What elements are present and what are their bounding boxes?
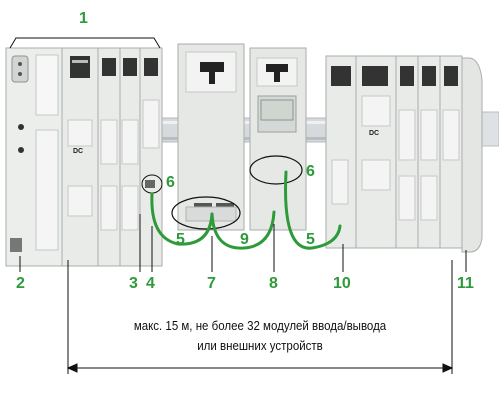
callout-10: 10: [333, 275, 351, 292]
extent-indicator: [66, 260, 454, 374]
io-module: [395, 55, 419, 249]
caption-line-1: макс. 15 м, не более 32 модулей ввода/вы…: [133, 319, 387, 333]
bus-terminator: [461, 57, 483, 253]
leader-lines: [19, 214, 467, 272]
callout-3: 3: [129, 275, 138, 292]
led-highlight-ellipse: [249, 155, 303, 185]
led-highlight-ellipse: [171, 196, 241, 230]
callout-9: 9: [240, 231, 249, 248]
caption-line-2: или внешних устройств: [197, 339, 323, 353]
io-module: [439, 55, 463, 249]
bus-receiver-module: [249, 47, 307, 231]
bus-cables: [150, 170, 342, 250]
bus-cable-9: [210, 210, 276, 250]
bus-cable-5-left: [150, 192, 214, 246]
callout-6-right: 6: [306, 163, 315, 180]
module-label-dc-right: DC: [369, 130, 380, 137]
module-label-dc: DC: [73, 148, 84, 155]
callout-5-right: 5: [306, 231, 315, 248]
callout-5-left: 5: [176, 231, 185, 248]
io-module: [97, 47, 121, 267]
callout-1: 1: [79, 10, 88, 27]
bus-expansion-module-left: [139, 47, 163, 267]
dc-io-module-right: [355, 55, 397, 249]
callout-4: 4: [146, 275, 155, 292]
cpu-module: [5, 47, 63, 267]
callout-6-left: 6: [166, 174, 175, 191]
group-bracket: [9, 37, 161, 49]
callout-11: 11: [457, 275, 474, 292]
callout-7: 7: [207, 275, 216, 292]
io-module: [417, 55, 441, 249]
dc-io-module: [61, 47, 99, 267]
callout-2: 2: [16, 275, 25, 292]
bus-cable-5-right: [284, 170, 342, 250]
callout-8: 8: [269, 275, 278, 292]
bus-expansion-module-right: [325, 55, 357, 249]
io-module: [119, 47, 141, 267]
bus-transmitter-module: [177, 43, 245, 231]
